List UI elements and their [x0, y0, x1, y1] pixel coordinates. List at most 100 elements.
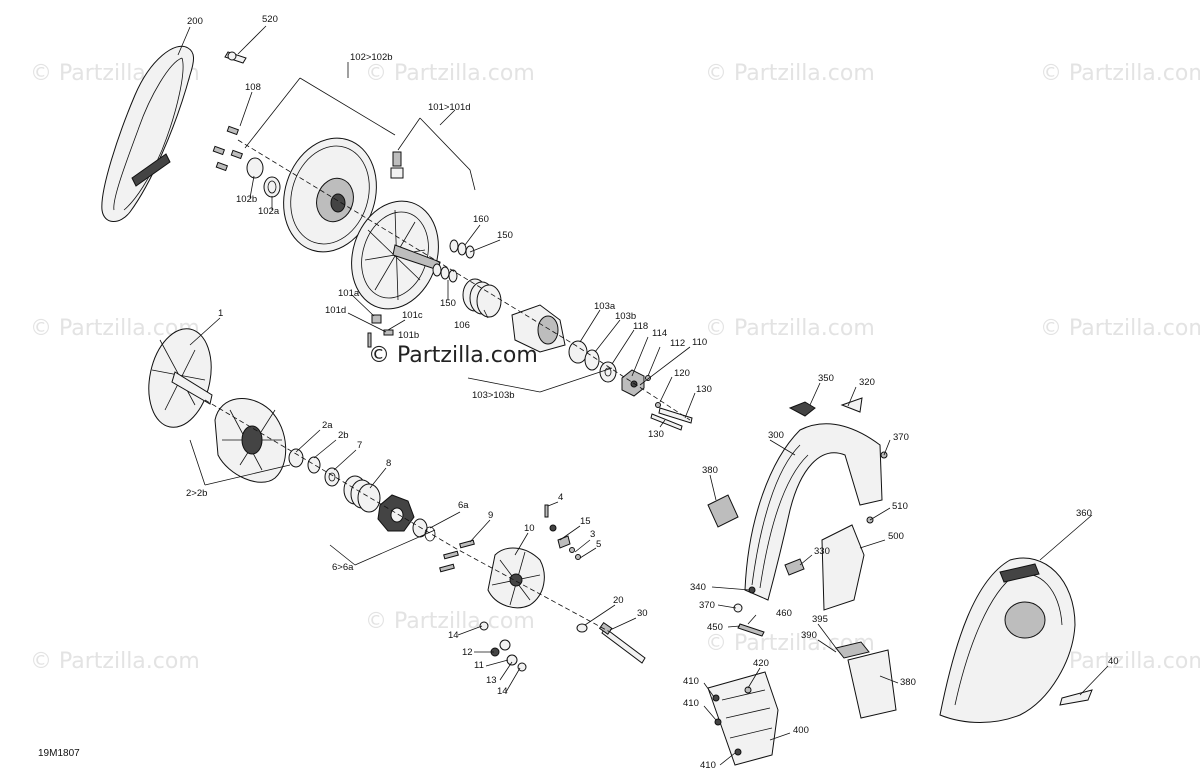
label-400: 400: [793, 725, 809, 736]
driven-pulley-rings: [246, 157, 281, 198]
label-510: 510: [892, 501, 908, 512]
label-103a: 103a: [594, 301, 616, 312]
drive-pulley-cover: [487, 547, 545, 609]
label-15: 15: [580, 516, 591, 527]
label-13: 13: [486, 675, 497, 686]
label-330: 330: [814, 546, 830, 557]
watermark-text: © Partzilla.com: [1040, 316, 1200, 341]
watermark-text: © Partzilla.com: [1040, 61, 1200, 86]
label-410: 410: [700, 760, 716, 771]
label-7: 7: [357, 440, 362, 451]
label-12: 12: [462, 647, 473, 658]
label-300: 300: [768, 430, 784, 441]
label-150: 150: [440, 298, 456, 309]
label-101b: 101b: [398, 330, 419, 341]
label-2b: 2b: [338, 430, 349, 441]
label-460: 460: [776, 608, 792, 619]
label-102b: 102b: [236, 194, 257, 205]
label-6: 6>6a: [332, 562, 354, 573]
label-14: 14: [448, 630, 459, 641]
label-2: 2>2b: [186, 488, 207, 499]
label-120: 120: [674, 368, 690, 379]
label-106: 106: [454, 320, 470, 331]
clip-part: [224, 51, 247, 64]
drive-pulley-spring: [343, 475, 381, 513]
label-101a: 101a: [338, 288, 360, 299]
watermarks: © Partzilla.com © Partzilla.com © Partzi…: [30, 61, 1200, 674]
label-410: 410: [683, 698, 699, 709]
label-340: 340: [690, 582, 706, 593]
label-380: 380: [900, 677, 916, 688]
watermark-text: © Partzilla.com: [30, 649, 200, 674]
lower-bracket-400: [707, 671, 779, 766]
drive-bolt-and-washer: [576, 621, 646, 664]
label-5: 5: [596, 539, 601, 550]
guard-parts-right: [707, 397, 897, 719]
label-350: 350: [818, 373, 834, 384]
cam-bushings-and-washers: [568, 340, 661, 408]
label-112: 112: [670, 338, 685, 349]
pins-101: [367, 314, 394, 348]
label-370: 370: [699, 600, 715, 611]
drive-pulley-movable-half: [214, 398, 287, 483]
label-410: 410: [683, 676, 699, 687]
label-130: 130: [696, 384, 712, 395]
label-1: 1: [218, 308, 223, 319]
label-20: 20: [613, 595, 624, 606]
belt-guard-cover: [939, 557, 1093, 723]
label-103b: 103b: [615, 311, 636, 322]
leader-lines: [177, 25, 1109, 766]
label-395: 395: [812, 614, 828, 625]
label-420: 420: [753, 658, 769, 669]
label-40: 40: [1108, 656, 1119, 667]
watermark-text: © Partzilla.com: [705, 316, 875, 341]
driven-pulley-cam: [511, 304, 566, 353]
label-360: 360: [1076, 508, 1092, 519]
label-450: 450: [707, 622, 723, 633]
label-11: 11: [474, 660, 484, 671]
label-101: 101>101d: [428, 102, 471, 113]
watermark-text: © Partzilla.com: [365, 609, 535, 634]
part-number-labels: 200 520 108 102>102b 101>101d 102b 102a …: [38, 14, 1119, 771]
label-108: 108: [245, 82, 261, 93]
label-130: 130: [648, 429, 664, 440]
label-6a: 6a: [458, 500, 469, 511]
drive-pulley-fixed-half: [148, 328, 213, 428]
rollers-and-washers: [479, 621, 527, 672]
drive-bushings: [288, 448, 340, 487]
label-10: 10: [524, 523, 535, 534]
label-9: 9: [488, 510, 493, 521]
drive-pulley-spider: [377, 494, 436, 542]
drive-belt: [101, 45, 194, 222]
label-2a: 2a: [322, 420, 333, 431]
watermark-text: © Partzilla.com: [365, 61, 535, 86]
label-101d: 101d: [325, 305, 346, 316]
pins-9: [439, 539, 475, 573]
label-380: 380: [702, 465, 718, 476]
cam-bolts: [650, 407, 693, 431]
label-101c: 101c: [402, 310, 423, 321]
label-370: 370: [893, 432, 909, 443]
label-102: 102>102b: [350, 52, 393, 63]
label-103: 103>103b: [472, 390, 515, 401]
label-520: 520: [262, 14, 278, 25]
center-watermark-text: © Partzilla.com: [368, 343, 538, 368]
label-200: 200: [187, 16, 203, 27]
driven-pulley-movable-sheave: [351, 151, 441, 310]
small-fasteners: [544, 504, 581, 560]
drawing-code: 19M1807: [38, 748, 80, 759]
driven-pulley-spring: [462, 278, 502, 318]
label-390: 390: [801, 630, 817, 641]
label-320: 320: [859, 377, 875, 388]
driven-pulley-fixed-sheave: [283, 137, 377, 253]
label-118: 118: [633, 321, 648, 332]
label-102a: 102a: [258, 206, 280, 217]
small-screws: [212, 125, 244, 172]
watermark-text: © Partzilla.com: [705, 61, 875, 86]
o-rings: [432, 239, 475, 283]
label-150: 150: [497, 230, 513, 241]
label-4: 4: [558, 492, 563, 503]
label-14: 14: [497, 686, 508, 697]
